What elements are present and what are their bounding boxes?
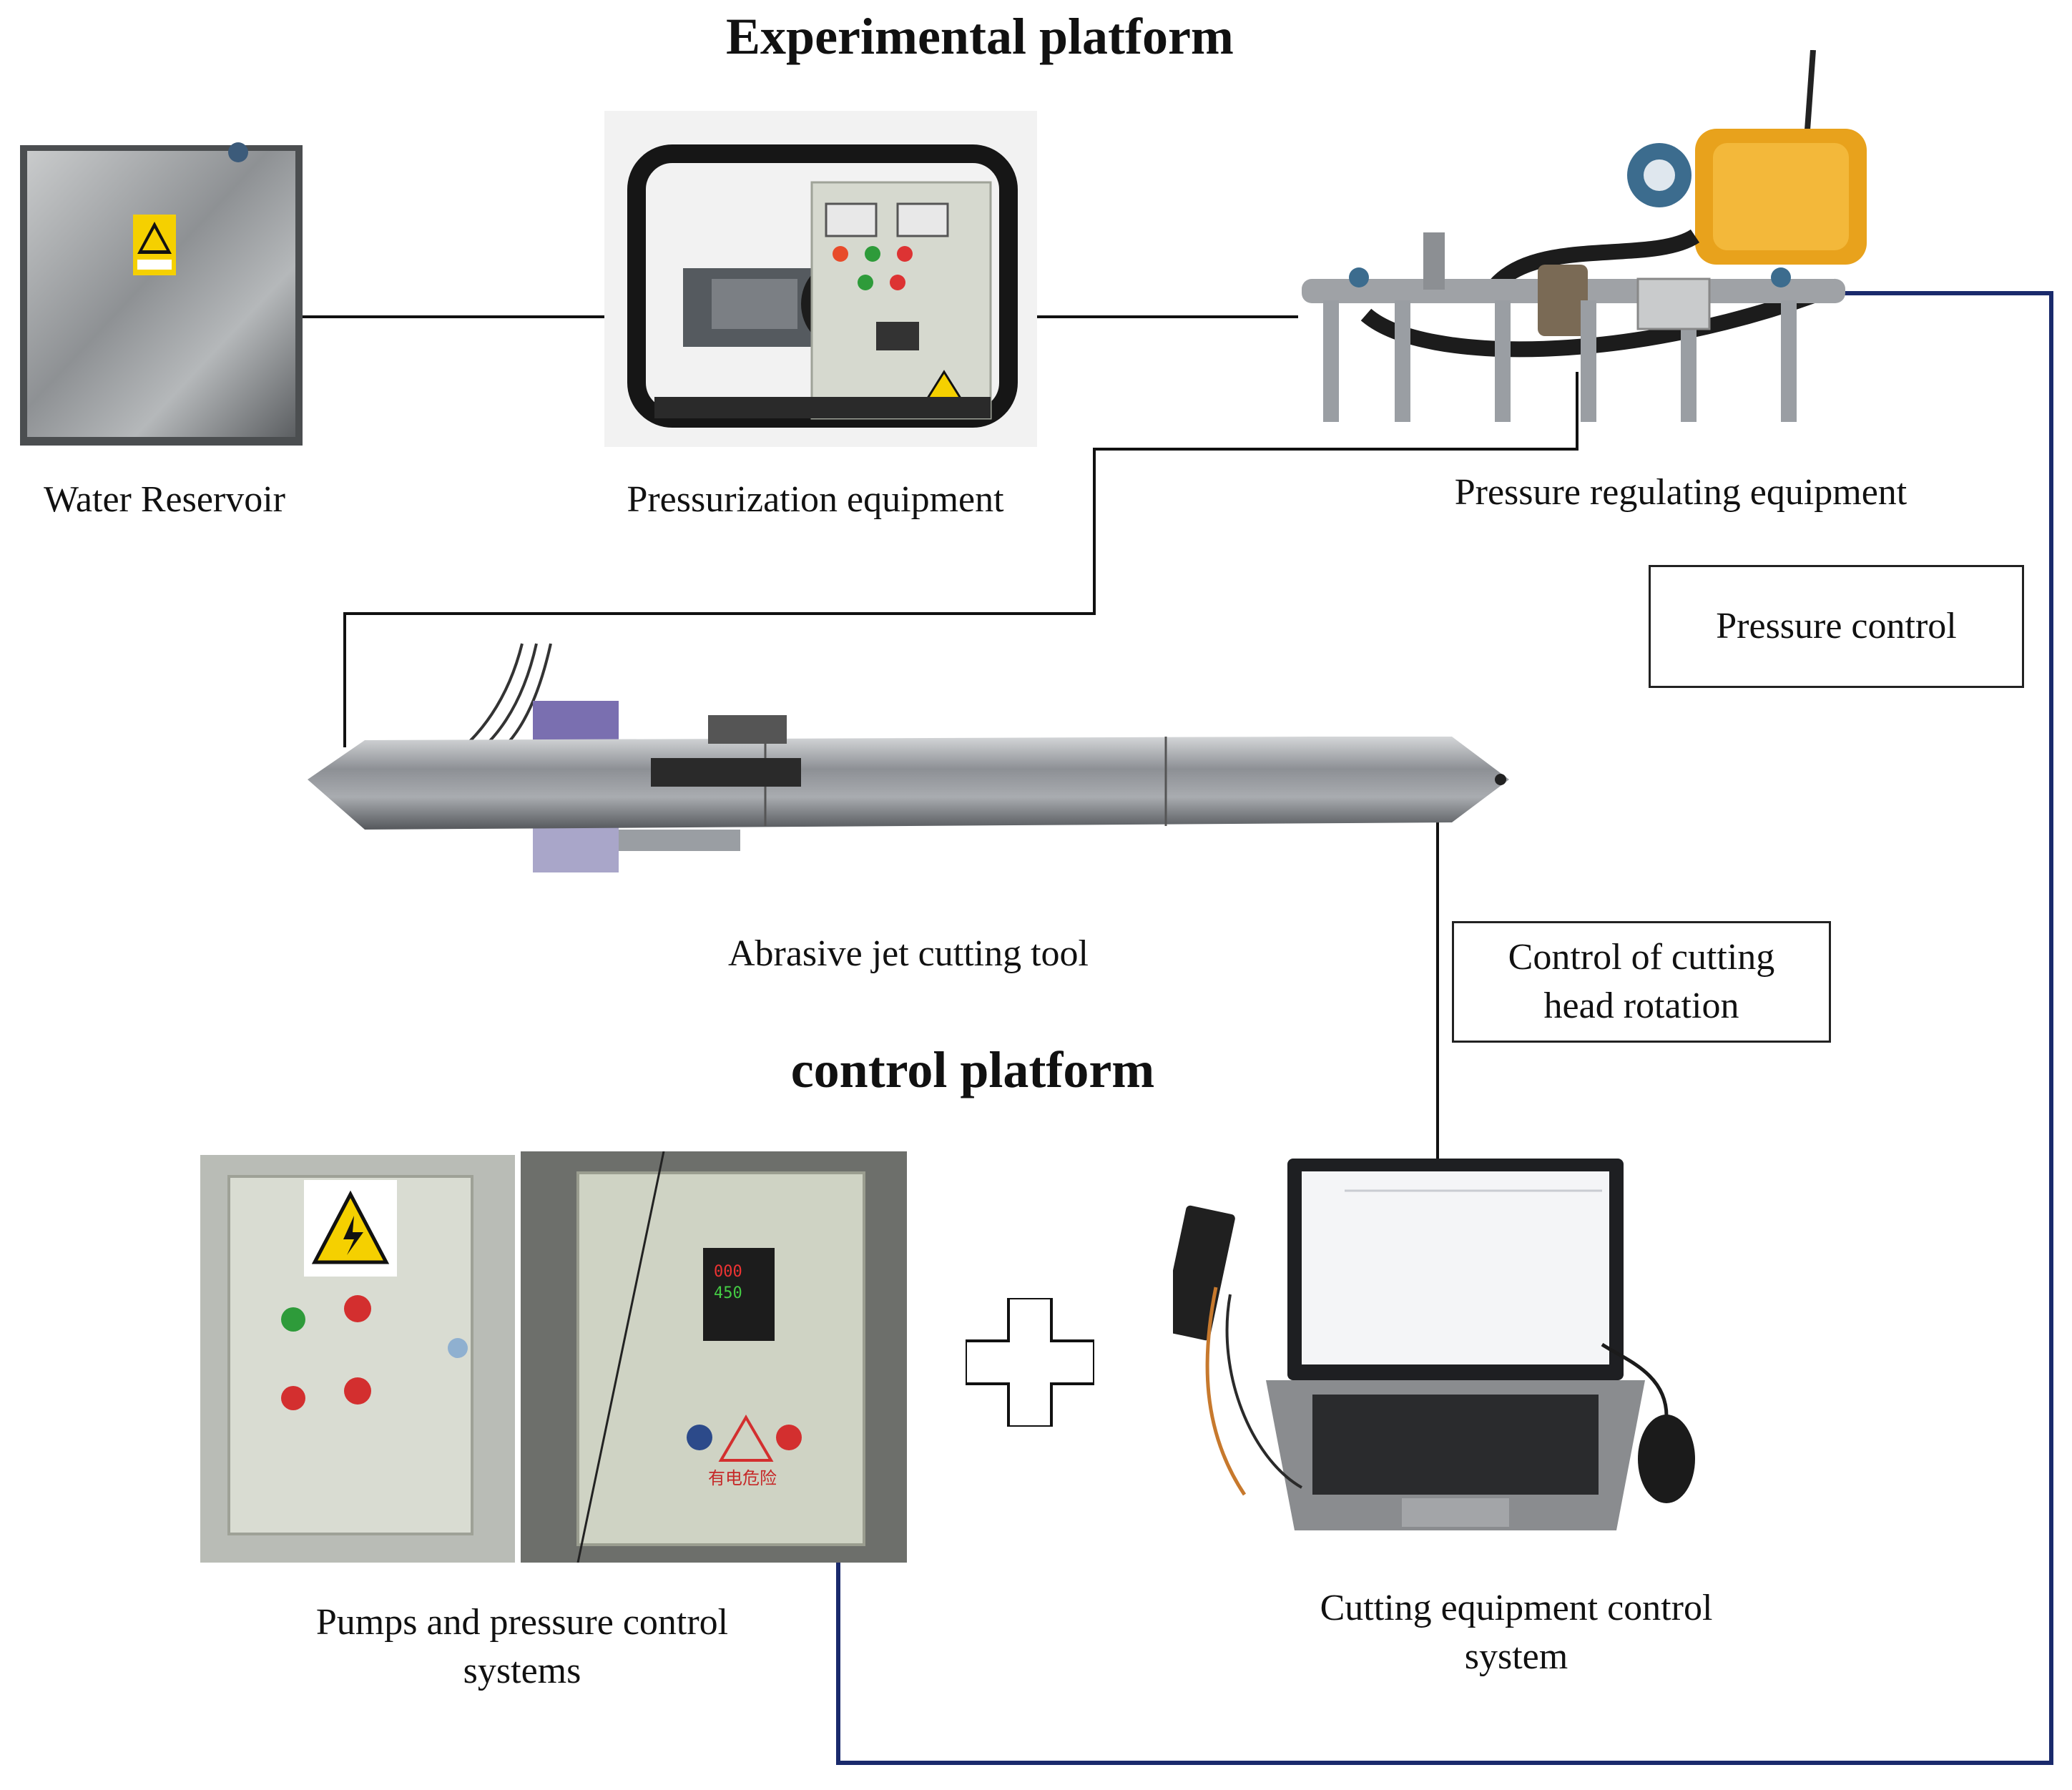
caption-cutting-control-line2: system <box>1464 1636 1568 1677</box>
svg-text:000: 000 <box>714 1263 742 1281</box>
pressure-control-box: Pressure control <box>1649 565 2024 688</box>
heading-experimental-platform: Experimental platform <box>726 8 1234 65</box>
abrasive-jet-cutting-tool-photo <box>308 643 1509 872</box>
caption-pumps-pressure-control: Pumps and pressure control systems <box>272 1598 772 1696</box>
heading-control-platform: control platform <box>790 1041 1155 1098</box>
svg-text:450: 450 <box>714 1284 742 1302</box>
connector-pressure-control-loop <box>836 291 2053 1765</box>
caption-cutting-control-line1: Cutting equipment control <box>1320 1588 1713 1628</box>
caption-pumps-line1: Pumps and pressure control <box>315 1602 729 1643</box>
pressure-control-cabinet-photo: 000 450 有电危险 <box>521 1151 907 1563</box>
plus-icon <box>966 1298 1094 1427</box>
pressurization-equipment-photo <box>604 111 1037 447</box>
water-reservoir-photo <box>20 142 303 446</box>
cutting-head-rotation-line2: head rotation <box>1543 985 1739 1026</box>
caption-cutting-equipment-control: Cutting equipment control system <box>1266 1584 1767 1681</box>
caption-pressurization-equipment: Pressurization equipment <box>627 479 1004 520</box>
laptop-photo <box>1173 1159 1695 1530</box>
pressure-regulating-equipment-photo <box>1302 50 1867 422</box>
connector-regulator-tool <box>343 372 1578 747</box>
caption-abrasive-jet-cutting-tool: Abrasive jet cutting tool <box>727 933 1089 974</box>
cutting-head-rotation-box: Control of cutting head rotation <box>1452 921 1831 1043</box>
caption-pumps-line2: systems <box>463 1651 581 1691</box>
danger-sign-text: 有电危险 <box>708 1468 777 1488</box>
caption-pressure-regulating-equipment: Pressure regulating equipment <box>1454 472 1907 513</box>
cutting-head-rotation-line1: Control of cutting <box>1508 937 1775 978</box>
caption-water-reservoir: Water Reservoir <box>44 479 285 520</box>
pump-cabinet-photo <box>200 1155 515 1563</box>
